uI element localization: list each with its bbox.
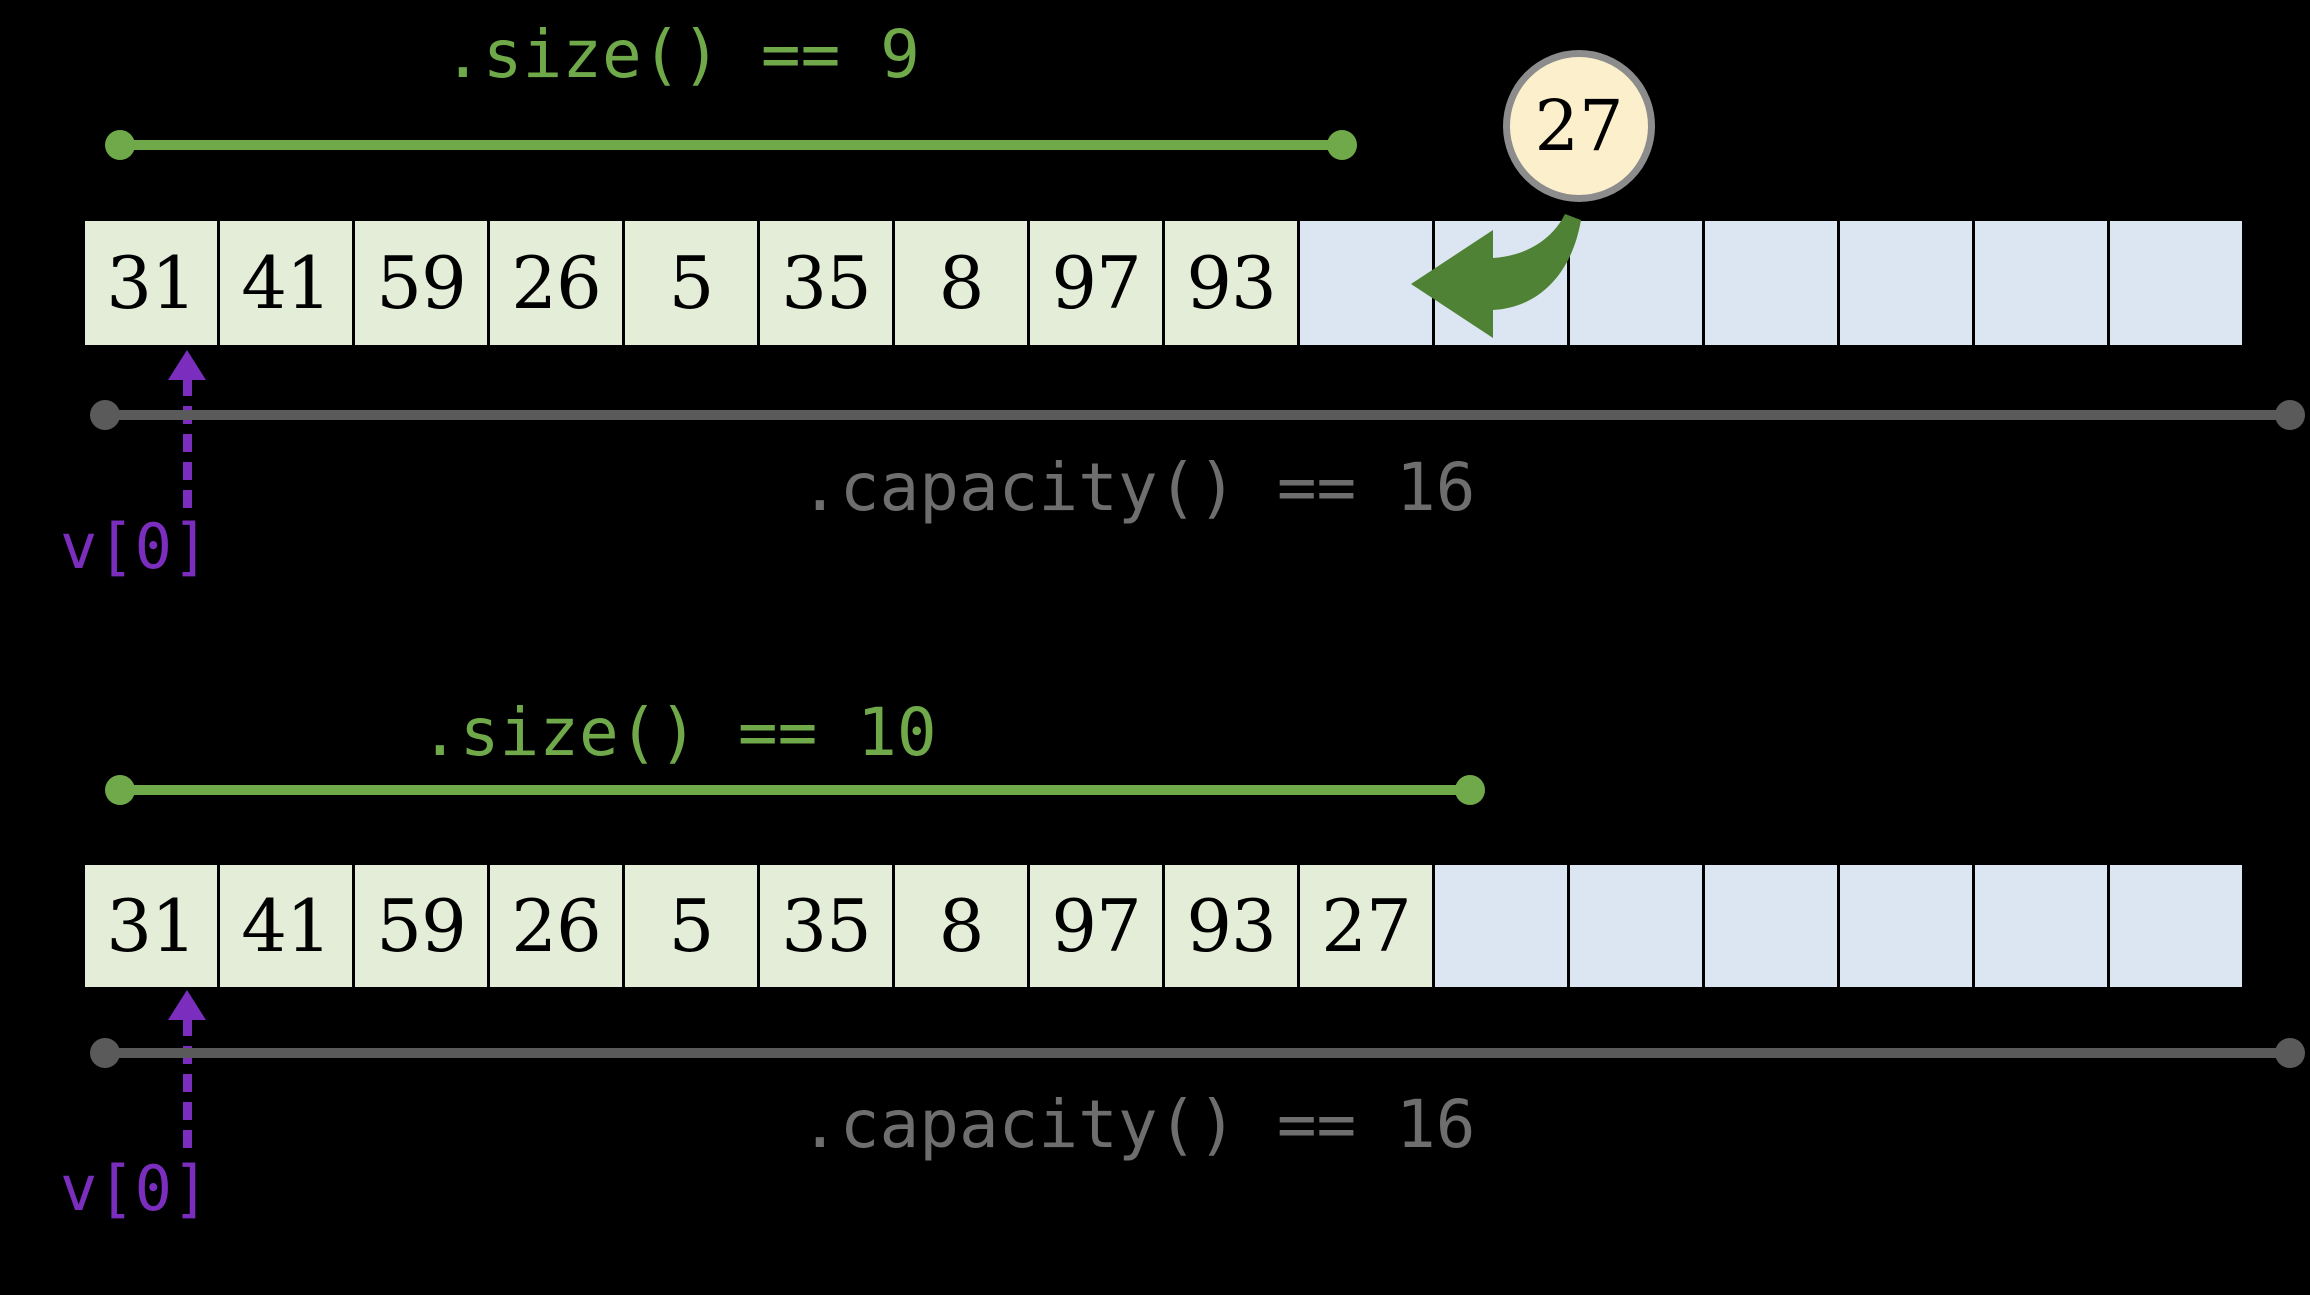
array-cell-value: 26 [511, 884, 602, 968]
size-label-after: .size() == 10 [420, 694, 937, 771]
array-cell-value: 35 [781, 884, 872, 968]
array-cell-value: 31 [106, 241, 197, 325]
size-bar-left-dot-before [105, 130, 135, 160]
array-cell: 31 [82, 862, 220, 990]
array-cell [2107, 218, 2245, 348]
array-cell-value: 93 [1186, 884, 1277, 968]
array-cell: 97 [1027, 862, 1165, 990]
array-cell: 8 [892, 862, 1030, 990]
array-before: 31 41 59 26 5 35 8 97 93 [82, 218, 2245, 348]
array-cell-value: 31 [106, 884, 197, 968]
pointer-up-arrow-icon-before [168, 350, 206, 380]
array-cell: 97 [1027, 218, 1165, 348]
capacity-bar-left-dot-before [90, 400, 120, 430]
array-cell [1702, 862, 1840, 990]
array-cell: 5 [622, 862, 760, 990]
array-cell [1567, 218, 1705, 348]
size-bar-left-dot-after [105, 775, 135, 805]
array-cell [1972, 218, 2110, 348]
array-cell-value: 35 [781, 241, 872, 325]
array-cell [1837, 218, 1975, 348]
capacity-bar-left-dot-after [90, 1038, 120, 1068]
array-cell: 26 [487, 862, 625, 990]
size-bar-after [120, 785, 1470, 795]
array-cell: 41 [217, 862, 355, 990]
array-cell: 41 [217, 218, 355, 348]
array-cell-value: 93 [1186, 241, 1277, 325]
index-label-before: v[0] [60, 510, 210, 583]
capacity-bar-right-dot-before [2275, 400, 2305, 430]
pointer-up-arrow-icon-after [168, 990, 206, 1020]
size-bar-before [120, 140, 1342, 150]
array-cell-value: 5 [668, 884, 715, 968]
array-cell [1297, 218, 1435, 348]
capacity-label-before: .capacity() == 16 [800, 449, 1476, 526]
size-bar-right-dot-before [1327, 130, 1357, 160]
array-cell-value: 97 [1051, 241, 1142, 325]
array-cell [1702, 218, 1840, 348]
pointer-dashed-line-before [183, 378, 192, 508]
array-cell: 31 [82, 218, 220, 348]
capacity-bar-after [105, 1048, 2290, 1058]
array-cell [1567, 862, 1705, 990]
panel-after: .size() == 10 31 41 59 26 5 35 8 97 93 27 v[0] .c… [0, 640, 2310, 1295]
capacity-bar-before [105, 410, 2290, 420]
array-cell: 26 [487, 218, 625, 348]
array-cell-value: 41 [241, 241, 332, 325]
array-cell-value: 59 [376, 241, 467, 325]
incoming-value-bubble: 27 [1503, 50, 1655, 202]
index-label-after: v[0] [60, 1152, 210, 1225]
array-cell-value: 41 [241, 884, 332, 968]
array-cell: 59 [352, 862, 490, 990]
array-cell: 35 [757, 862, 895, 990]
array-cell: 8 [892, 218, 1030, 348]
array-cell-value: 8 [938, 884, 985, 968]
array-cell-value: 27 [1321, 884, 1412, 968]
array-cell: 93 [1162, 218, 1300, 348]
array-cell-value: 59 [376, 884, 467, 968]
array-cell: 35 [757, 218, 895, 348]
array-cell-value: 5 [668, 241, 715, 325]
panel-before: .size() == 9 31 41 59 26 5 35 8 97 93 27 v[0] .c… [0, 0, 2310, 640]
capacity-label-after: .capacity() == 16 [800, 1086, 1476, 1163]
array-after: 31 41 59 26 5 35 8 97 93 27 [82, 862, 2245, 990]
array-cell [1972, 862, 2110, 990]
pointer-dashed-line-after [183, 1018, 192, 1148]
array-cell [1432, 862, 1570, 990]
size-bar-right-dot-after [1455, 775, 1485, 805]
capacity-bar-right-dot-after [2275, 1038, 2305, 1068]
array-cell: 5 [622, 218, 760, 348]
array-cell: 27 [1297, 862, 1435, 990]
array-cell-value: 26 [511, 241, 602, 325]
array-cell [2107, 862, 2245, 990]
array-cell: 59 [352, 218, 490, 348]
array-cell-value: 8 [938, 241, 985, 325]
curved-insert-arrow-icon [1411, 214, 1581, 338]
array-cell-value: 97 [1051, 884, 1142, 968]
size-label-before: .size() == 9 [443, 16, 920, 93]
array-cell [1837, 862, 1975, 990]
array-cell: 93 [1162, 862, 1300, 990]
